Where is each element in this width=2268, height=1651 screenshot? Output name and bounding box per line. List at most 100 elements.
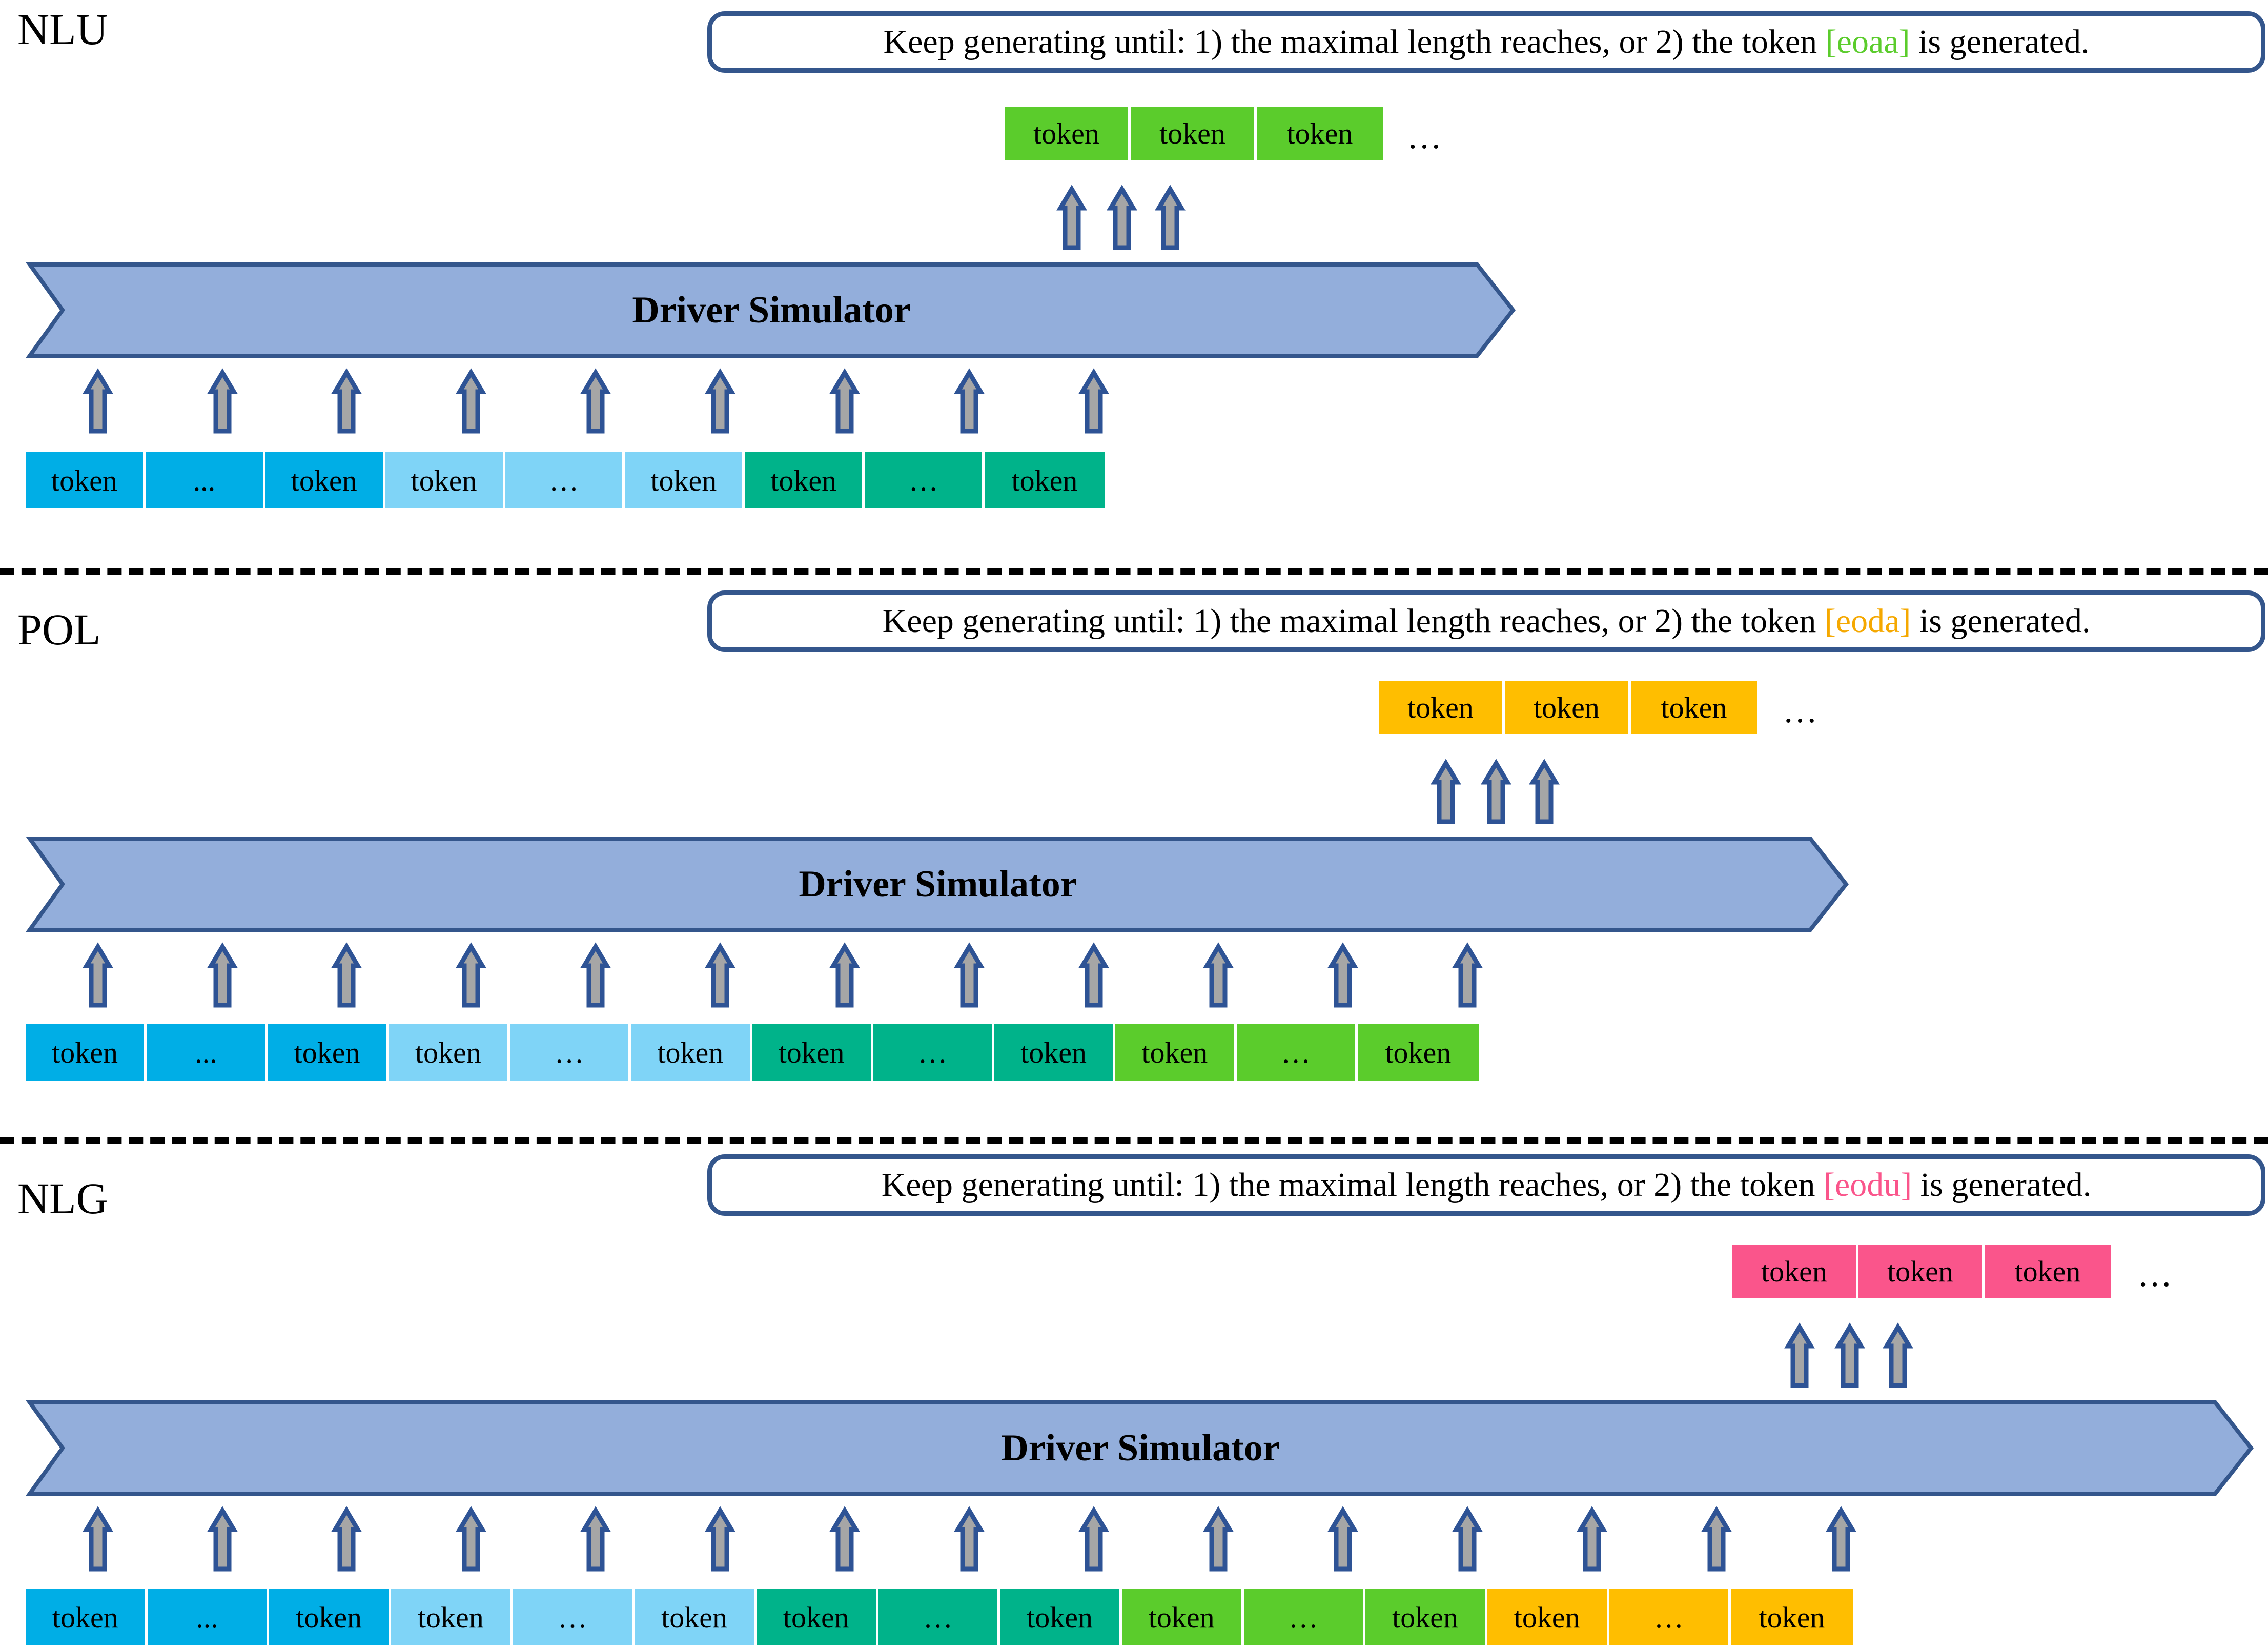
up-arrow-icon [331, 368, 362, 436]
up-arrow-icon [207, 1506, 238, 1574]
up-arrow-icon [580, 368, 611, 436]
output-ellipsis: … [2137, 1255, 2172, 1294]
input-token: token [1357, 1024, 1479, 1081]
output-token: token [1005, 107, 1131, 160]
up-arrow-icon [1078, 1506, 1110, 1574]
input-token: token [635, 1589, 757, 1645]
input-token-gap: … [1609, 1589, 1731, 1645]
instruction-text: Keep generating until: 1) the maximal le… [883, 23, 2090, 60]
up-arrow-icon [331, 942, 362, 1010]
input-token: token [385, 452, 505, 508]
input-token: token [631, 1024, 752, 1081]
input-token: token [269, 1589, 391, 1645]
up-arrow-icon [580, 1506, 611, 1574]
output-token: token [1505, 681, 1631, 734]
up-arrow-icon [1576, 1506, 1608, 1574]
up-arrow-icon [953, 942, 985, 1010]
input-token-gap: … [1243, 1589, 1366, 1645]
output-token: token [1257, 107, 1383, 160]
up-arrow-icon [1784, 1322, 1815, 1390]
up-arrow-icon [455, 368, 487, 436]
up-arrow-icon [1202, 942, 1234, 1010]
input-token-gap: … [505, 452, 625, 508]
up-arrow-icon [207, 942, 238, 1010]
input-token: token [1121, 1589, 1244, 1645]
up-arrow-icon [829, 1506, 861, 1574]
input-token: token [268, 1024, 389, 1081]
output-token: token [1858, 1245, 1985, 1298]
eos-token-nlu: [eoaa] [1825, 23, 1910, 60]
output-ellipsis: … [1407, 117, 1442, 156]
up-arrow-icon [953, 1506, 985, 1574]
up-arrow-icon [1882, 1322, 1914, 1390]
input-token: token [1000, 1589, 1122, 1645]
section-divider-pol [0, 568, 2268, 575]
instruction-callout-nlu: Keep generating until: 1) the maximal le… [707, 11, 2265, 73]
input-token-gap: … [873, 1024, 994, 1081]
up-arrow-icon [455, 942, 487, 1010]
input-token: token [1365, 1589, 1487, 1645]
input-token-gap: … [510, 1024, 631, 1081]
output-ellipsis: … [1783, 691, 1817, 730]
up-arrow-icon [1154, 185, 1186, 252]
up-arrow-icon [829, 942, 861, 1010]
output-token: token [1732, 1245, 1858, 1298]
up-arrow-icon [1480, 759, 1512, 826]
output-token: token [1379, 681, 1505, 734]
up-arrow-icon [1327, 1506, 1359, 1574]
input-token-gap: ... [147, 1589, 270, 1645]
output-token: token [1131, 107, 1257, 160]
up-arrow-icon [1430, 759, 1462, 826]
up-arrow-icon [704, 1506, 736, 1574]
input-token-gap: … [513, 1589, 635, 1645]
output-token: token [1985, 1245, 2111, 1298]
input-token: token [1731, 1589, 1853, 1645]
driver-simulator-block: Driver Simulator [26, 260, 1517, 360]
up-arrow-icon [82, 942, 114, 1010]
input-token: token [985, 452, 1105, 508]
input-token-gap: … [865, 452, 985, 508]
driver-simulator-block: Driver Simulator [26, 834, 1850, 934]
up-arrow-icon [1106, 185, 1138, 252]
input-token: token [391, 1589, 513, 1645]
input-token-gap: … [1236, 1024, 1358, 1081]
output-token: token [1631, 681, 1757, 734]
input-token: token [1487, 1589, 1609, 1645]
up-arrow-icon [953, 368, 985, 436]
up-arrow-icon [704, 942, 736, 1010]
instruction-text: Keep generating until: 1) the maximal le… [882, 602, 2091, 640]
input-token: token [265, 452, 385, 508]
input-token-gap: … [878, 1589, 1000, 1645]
up-arrow-icon [1078, 942, 1110, 1010]
input-token-gap: ... [147, 1024, 268, 1081]
up-arrow-icon [331, 1506, 362, 1574]
up-arrow-icon [580, 942, 611, 1010]
section-label-nlu: NLU [17, 5, 108, 54]
section-label-nlg: NLG [17, 1174, 108, 1223]
input-token: token [26, 1589, 148, 1645]
input-token: token [26, 452, 146, 508]
up-arrow-icon [1056, 185, 1088, 252]
section-divider-nlg [0, 1137, 2268, 1144]
up-arrow-icon [1078, 368, 1110, 436]
up-arrow-icon [829, 368, 861, 436]
input-token: token [752, 1024, 873, 1081]
up-arrow-icon [455, 1506, 487, 1574]
instruction-callout-nlg: Keep generating until: 1) the maximal le… [707, 1154, 2265, 1216]
up-arrow-icon [1701, 1506, 1732, 1574]
up-arrow-icon [1452, 942, 1483, 1010]
input-token: token [389, 1024, 510, 1081]
input-token: token [756, 1589, 878, 1645]
eos-token-pol: [eoda] [1824, 602, 1911, 640]
instruction-callout-pol: Keep generating until: 1) the maximal le… [707, 590, 2265, 652]
input-token-gap: ... [145, 452, 265, 508]
up-arrow-icon [82, 368, 114, 436]
input-token: token [26, 1024, 147, 1081]
up-arrow-icon [82, 1506, 114, 1574]
